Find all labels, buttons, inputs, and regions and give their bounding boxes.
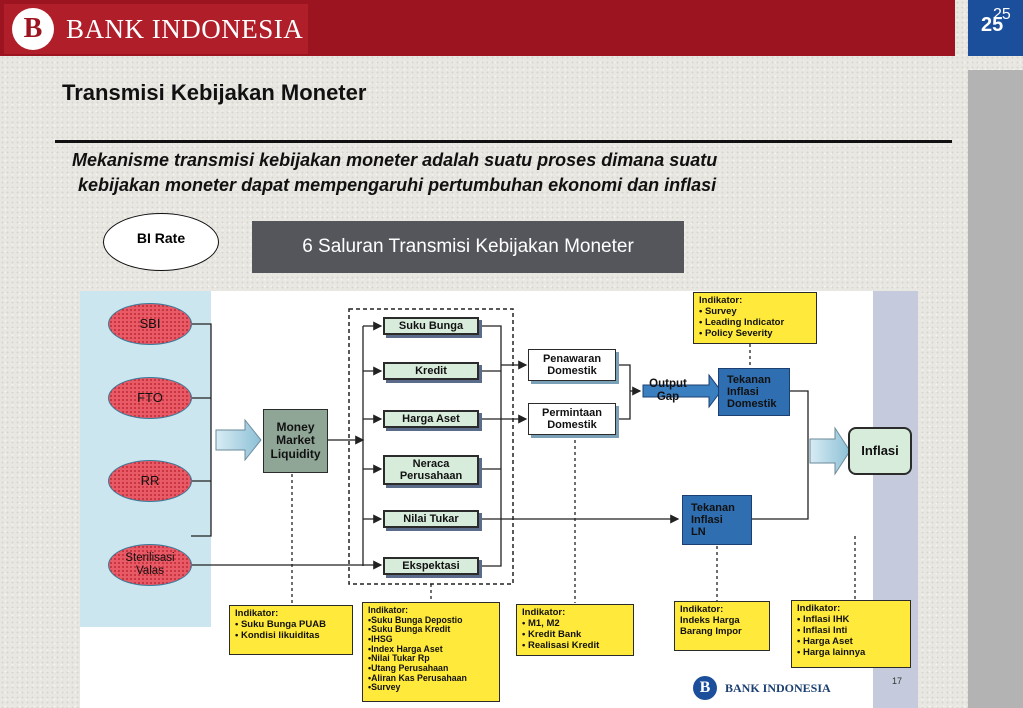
instrument-fto: FTO <box>108 377 192 419</box>
instrument-rr: RR <box>108 460 192 502</box>
tekanan-inflasi-domestik: Tekanan Inflasi Domestik <box>718 368 790 416</box>
slide-number-box <box>968 0 1023 56</box>
slide-number-overlay: 25 <box>993 6 1011 23</box>
instrument-sbi: SBI <box>108 303 192 345</box>
indicator-inflation: Indikator: • Inflasi IHK • Inflasi Inti … <box>791 600 911 668</box>
footer-logo-mark: B <box>693 676 717 700</box>
bi-rate-callout: BI Rate <box>103 213 219 271</box>
arrow-to-inflation <box>809 426 851 476</box>
arrow-output-gap <box>642 373 722 409</box>
money-market-liquidity: Money Market Liquidity <box>263 409 328 473</box>
footer-logo-text: BANK INDONESIA <box>725 680 831 695</box>
indicator-foreign-pressure: Indikator: Indeks Harga Barang Impor <box>674 601 770 651</box>
permintaan-domestik: Permintaan Domestik <box>528 403 616 435</box>
indicator-money-market: Indikator: • Suku Bunga PUAB • Kondisi l… <box>229 605 353 655</box>
channels-dashed-box <box>348 308 514 585</box>
subtitle-line-1: Mekanisme transmisi kebijakan moneter ad… <box>72 150 718 170</box>
logo-text: BANK INDONESIA <box>66 13 304 44</box>
channel-suku-bunga: Suku Bunga <box>383 317 479 335</box>
bi-rate-label: BI Rate <box>136 230 186 246</box>
logo-mark: B <box>12 8 54 50</box>
channel-nilai-tukar: Nilai Tukar <box>383 510 479 528</box>
bank-indonesia-logo: B BANK INDONESIA <box>4 4 308 54</box>
tekanan-inflasi-ln: Tekanan Inflasi LN <box>682 495 752 545</box>
footer-bank-indonesia-logo: B BANK INDONESIA <box>693 676 831 700</box>
indicator-demand: Indikator: • M1, M2 • Kredit Bank • Real… <box>516 604 634 656</box>
indicator-channels: Indikator: •Suku Bunga Depostio •Suku Bu… <box>362 602 500 702</box>
output-gap-label: Output Gap <box>649 378 687 403</box>
instrument-sterilisasi-valas: Sterilisasi Valas <box>108 544 192 586</box>
title-divider <box>55 140 952 143</box>
channel-harga-aset: Harga Aset <box>383 410 479 428</box>
subtitle-line-2: kebijakan moneter dapat mempengaruhi per… <box>78 175 717 195</box>
indicator-domestic-pressure: Indikator: • Survey • Leading Indicator … <box>693 292 817 344</box>
right-side-strip <box>968 70 1023 708</box>
channel-ekspektasi: Ekspektasi <box>383 557 479 575</box>
page-title: Transmisi Kebijakan Moneter <box>62 80 367 105</box>
penawaran-domestik: Penawaran Domestik <box>528 349 616 381</box>
slide-number: 25 <box>981 14 1004 36</box>
arrow-to-money-market <box>215 418 262 462</box>
transmission-diagram: SBI FTO RR Sterilisasi Valas Money Marke… <box>80 291 918 708</box>
inflasi: Inflasi <box>848 427 912 475</box>
channel-kredit: Kredit <box>383 362 479 380</box>
channel-neraca-perusahaan: Neraca Perusahaan <box>383 455 479 485</box>
diagram-page-number: 17 <box>892 676 903 686</box>
six-channels-callout: 6 Saluran Transmisi Kebijakan Moneter <box>252 221 684 273</box>
